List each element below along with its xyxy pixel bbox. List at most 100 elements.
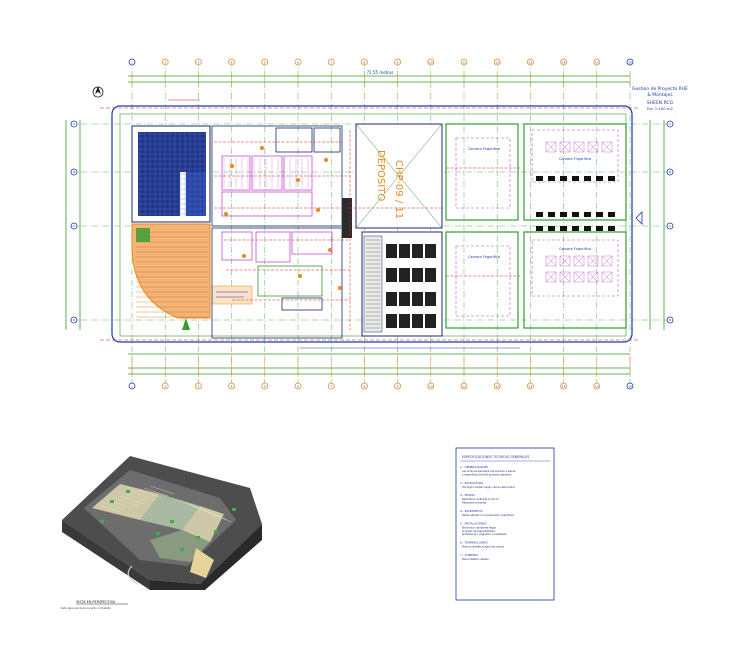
fixture-marker-icon (338, 286, 342, 290)
rack-unit (560, 176, 567, 181)
grid-bubble-icon (560, 58, 567, 66)
column-grid-label: 16 (628, 60, 632, 64)
notes-line: Electricas y sanitarias segun (462, 526, 497, 529)
column-grid-label: 11 (462, 60, 466, 64)
level-marker-icon (635, 211, 643, 225)
service-lines (168, 99, 643, 349)
notes-section-heading: 6.- TERMINACIONES (460, 541, 488, 545)
column-grid-label: 14 (562, 60, 566, 64)
rack-unit (425, 314, 436, 328)
grid-bubble-icon (128, 58, 136, 66)
warehouse-label-1: DEPOSITO (375, 150, 386, 201)
column-grid-label: 14 (562, 384, 566, 388)
grid-bubble-icon (427, 382, 435, 390)
column-grid-label: 8 (363, 60, 365, 64)
column-grid-label: 11 (462, 384, 466, 388)
rack-unit (536, 212, 543, 217)
warehouse-label-2: CHP-09 / 11 (393, 160, 404, 219)
fixture-marker-icon (316, 208, 320, 212)
rack-unit (584, 212, 591, 217)
grid-bubble-icon (626, 58, 634, 66)
rack-unit (412, 292, 423, 306)
column-grid-label: 2 (164, 60, 166, 64)
north-arrow-icon (92, 86, 104, 98)
rack-unit (548, 212, 555, 217)
rack-unit (386, 314, 397, 328)
grid-bubble-icon (394, 382, 402, 390)
fixture-marker-icon (296, 178, 300, 182)
column-grid-label: 13 (528, 60, 532, 64)
storage-racks (361, 231, 443, 337)
rack-unit (412, 314, 423, 328)
grid-bubble-icon (493, 58, 501, 66)
grid-bubble-icon (70, 222, 78, 230)
render-green-patch (126, 490, 130, 493)
grid-bubble-icon (70, 168, 78, 176)
fixture-marker-icon (230, 164, 234, 168)
notes-section-heading: 3.- MUROS (460, 493, 475, 497)
grid-bubble-icon (128, 382, 136, 390)
notes-line: Panel metalico aislado (462, 558, 489, 561)
grid-bubble-icon (527, 382, 534, 390)
warehouse-block: DEPOSITO CHP-09 / 11 (342, 123, 443, 238)
column-grid-label: 5 (264, 60, 266, 64)
grid-bubble-icon (427, 58, 435, 66)
row-grid-label: A (669, 122, 672, 126)
render-green-patch (156, 532, 160, 535)
column-grid-label: 9 (397, 60, 399, 64)
grid-bubble-icon (261, 58, 269, 66)
rack-unit (399, 244, 410, 258)
notes-header: ESPECIFICACIONES TECNICAS GENERALES (462, 455, 529, 459)
grid-bubble-icon (394, 58, 402, 66)
title-line-2: & Montajes (647, 92, 673, 98)
grid-bubble-icon (527, 58, 534, 66)
render-green-patch (110, 500, 114, 503)
column-grid-label: 13 (528, 384, 532, 388)
render-green-patch (232, 508, 236, 511)
notes-section-heading: 1.- GENERALIDADES (460, 465, 488, 469)
column-grid-label: 15 (595, 60, 599, 64)
rack-unit (596, 226, 603, 231)
column-grid-label: 3 (197, 60, 199, 64)
column-grid-label: 1 (131, 384, 133, 388)
cold-room-label-3: Camara Frigorifica (559, 157, 591, 161)
grid-bubble-icon (666, 316, 674, 324)
column-grid-label: 2 (164, 384, 166, 388)
rack-unit (399, 268, 410, 282)
grid-bubble-icon (194, 382, 202, 390)
render-green-patch (100, 520, 104, 523)
fixture-marker-icon (298, 274, 302, 278)
notes-line: Radier afinado con endurecedor superfici… (462, 514, 514, 517)
rack-unit (572, 212, 579, 217)
grid-bubble-icon (593, 58, 601, 66)
dimension-lines (65, 75, 665, 375)
rack-unit (548, 176, 555, 181)
rooftop-panel-area (131, 125, 211, 223)
rack-unit (399, 314, 410, 328)
cold-room-label-2: Camara Frigorifica (468, 255, 500, 259)
row-grid-label: B (73, 170, 75, 174)
grid-bubble-icon (666, 222, 674, 230)
cold-rooms: Camara Frigorifica Camara Frigorifica Ca… (445, 123, 627, 329)
grid-bubble-icon (294, 58, 302, 66)
grid-bubble-icon (327, 58, 335, 66)
grid-bubble-icon (460, 58, 468, 66)
grid-bubble-icon (70, 120, 78, 128)
column-grid-label: 16 (628, 384, 632, 388)
grid-bubble-icon (70, 316, 78, 324)
rack-unit (425, 244, 436, 258)
notes-line: Las obras se ejecutaran de acuerdo a pla… (462, 470, 516, 473)
title-line-4: Esc 1:100 m2 (647, 106, 674, 111)
rack-unit (584, 176, 591, 181)
column-grid-label: 8 (363, 384, 365, 388)
fixture-marker-icon (324, 158, 328, 162)
top-dimension-label: 71.55 metros (367, 70, 394, 75)
column-grid-label: 9 (397, 384, 399, 388)
grid-bubble-icon (360, 58, 368, 66)
render-caption-sub: Vista general del proyecto completo (60, 606, 111, 610)
column-grid-label: 12 (495, 60, 499, 64)
column-grid-label: 7 (330, 60, 332, 64)
rack-unit (425, 292, 436, 306)
rack-unit (560, 212, 567, 217)
fixture-marker-icon (242, 254, 246, 258)
